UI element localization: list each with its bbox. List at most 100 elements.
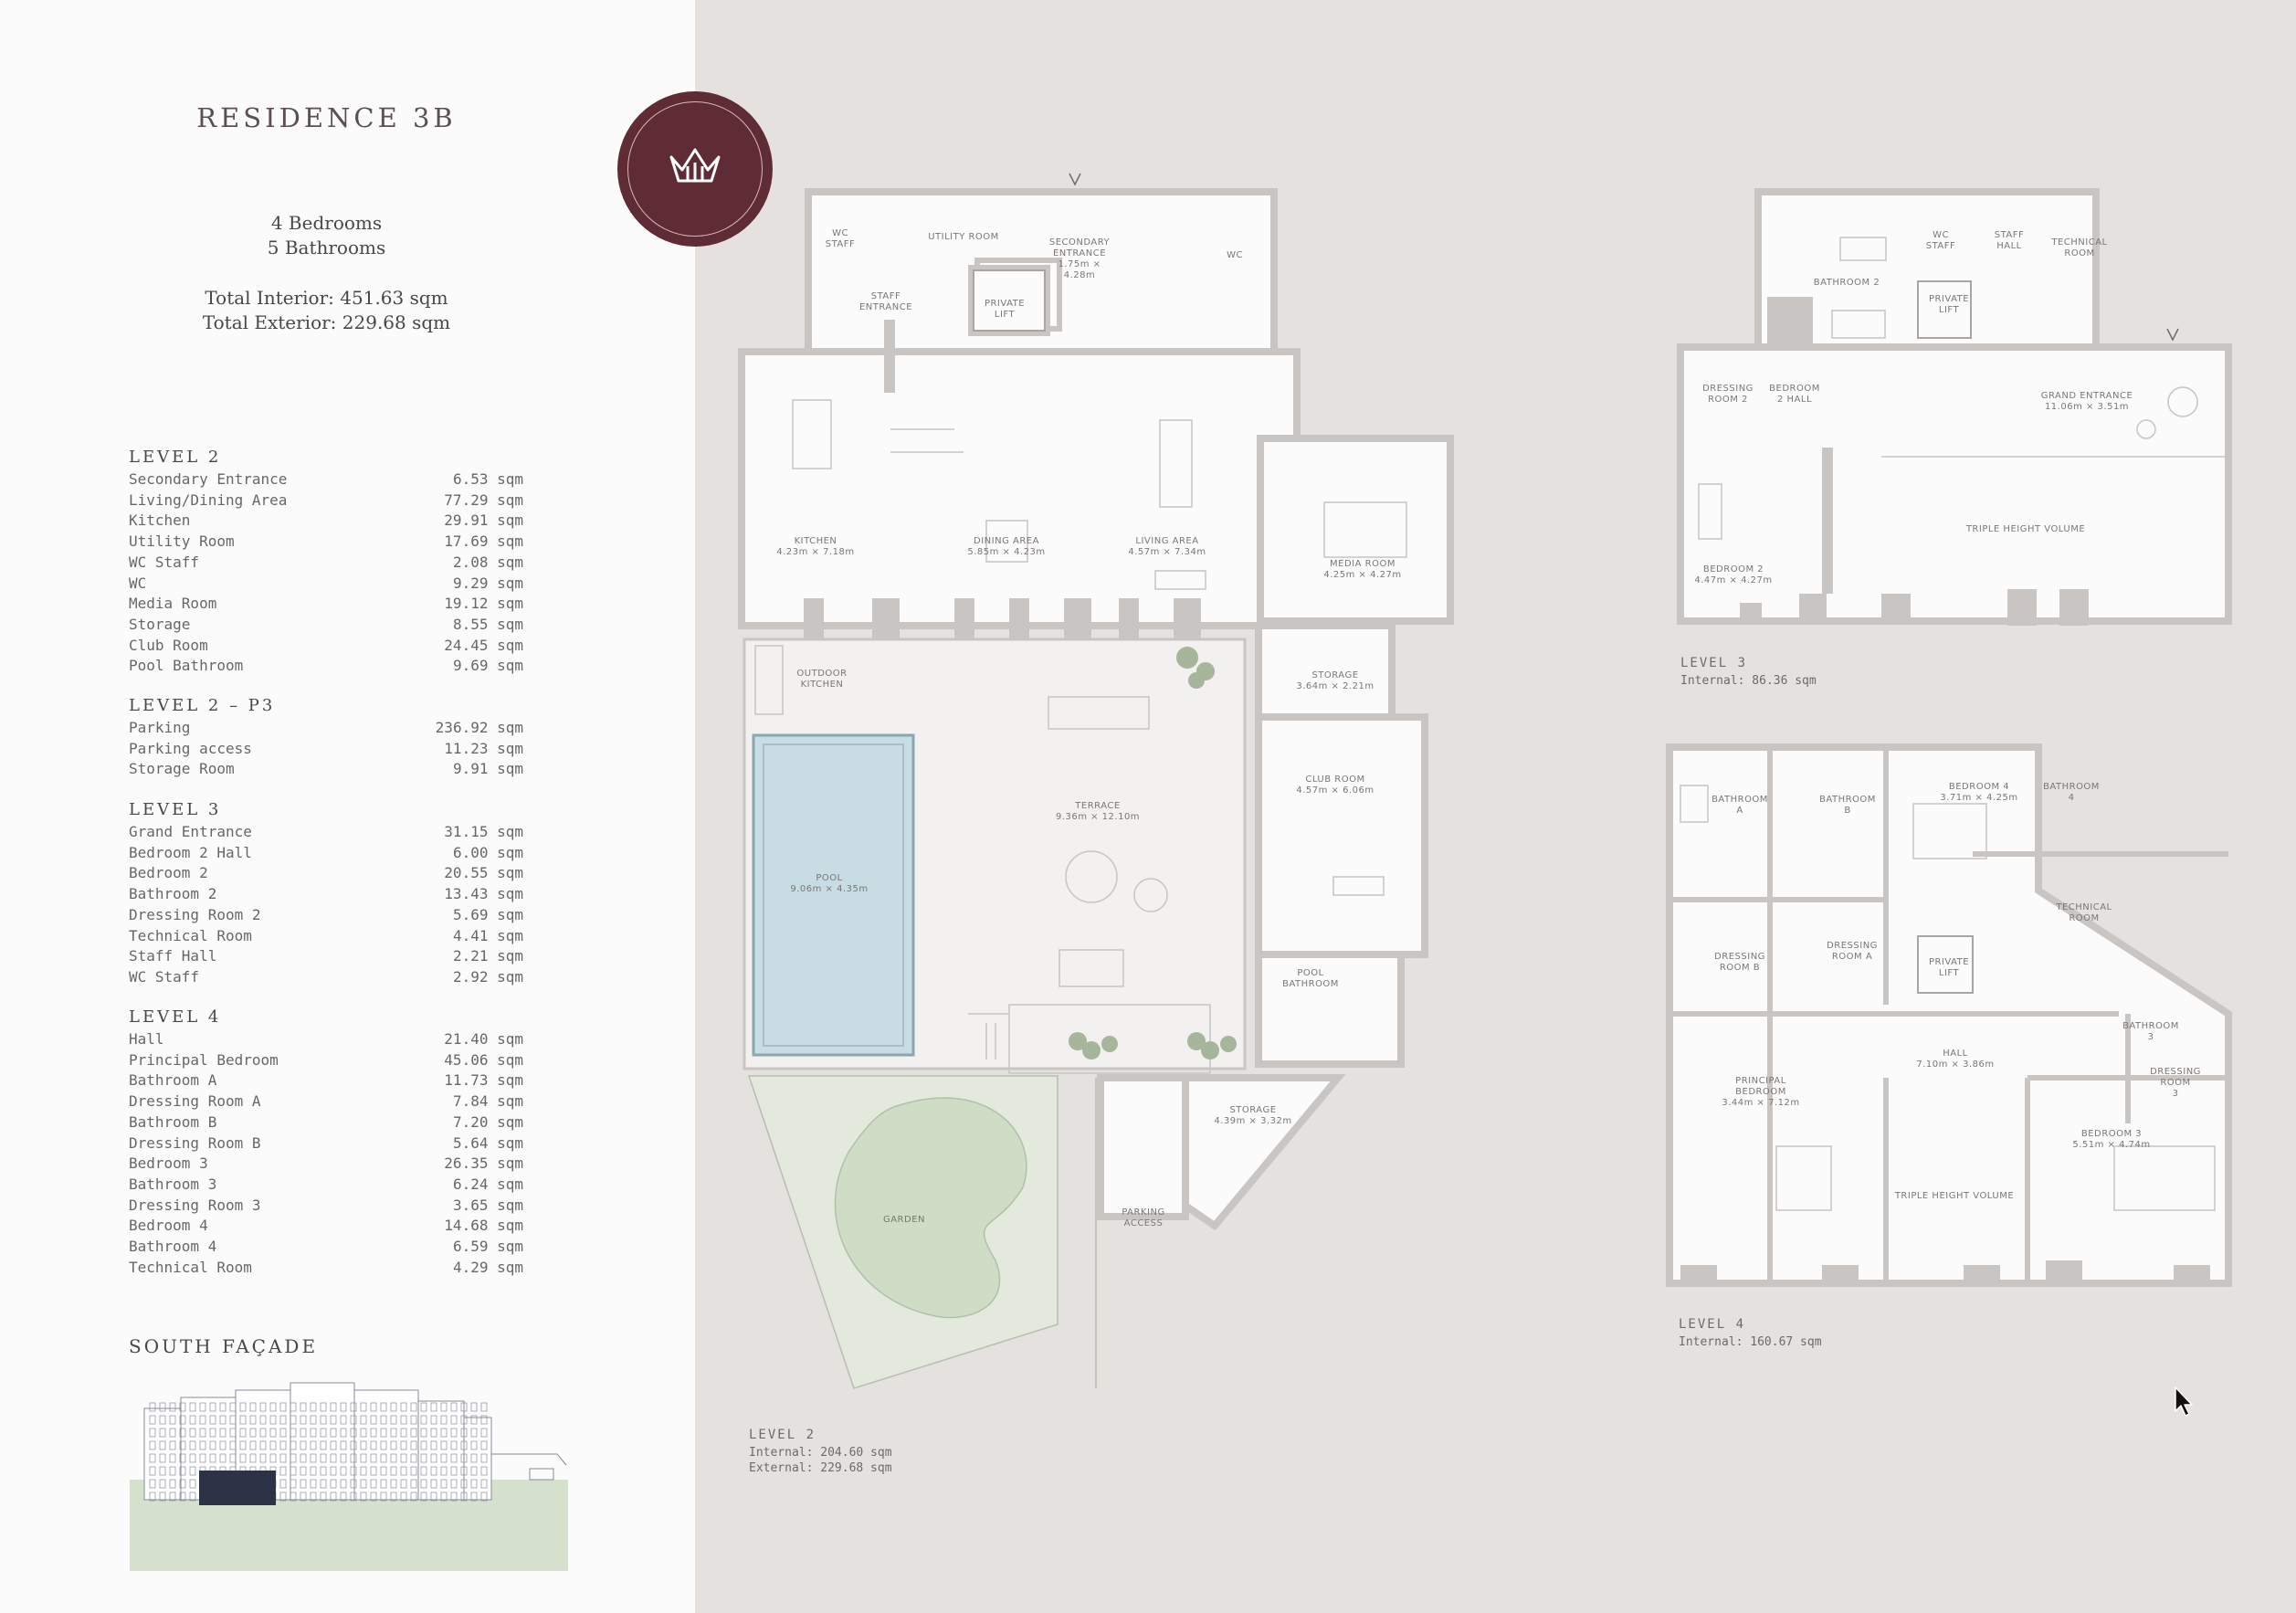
area-row: WC 9.29 sqm	[129, 575, 523, 592]
room-area: 20.55 sqm	[444, 864, 523, 882]
room-area: 6.24 sqm	[452, 1175, 523, 1193]
room-area: 24.45 sqm	[444, 636, 523, 654]
room-label: TRIPLE HEIGHT VOLUME	[1965, 524, 2085, 534]
level-heading: LEVEL 4	[129, 1007, 222, 1027]
room-name: Bedroom 3	[129, 1154, 208, 1173]
level-heading: LEVEL 3	[129, 800, 222, 819]
room-name: Bedroom 2 Hall	[129, 843, 252, 861]
area-row: Media Room 19.12 sqm	[129, 595, 523, 612]
room-name: WC Staff	[129, 967, 200, 986]
level-2-plan	[738, 173, 1454, 1389]
room-label: TRIPLE HEIGHT VOLUME	[1894, 1191, 2014, 1201]
room-area: 6.59 sqm	[452, 1238, 523, 1255]
plan-caption: Internal: 160.67 sqm	[1679, 1335, 1822, 1349]
room-area: 19.12 sqm	[444, 595, 523, 613]
room-name: Dressing Room 3	[129, 1196, 261, 1214]
room-area: 29.91 sqm	[444, 511, 523, 530]
plan-caption: LEVEL 2	[749, 1428, 816, 1442]
total-exterior: Total Exterior: 229.68 sqm	[202, 311, 451, 333]
south-facade-drawing	[130, 1382, 568, 1571]
room-name: Media Room	[129, 595, 217, 613]
room-area: 2.08 sqm	[452, 553, 523, 571]
room-area: 45.06 sqm	[444, 1050, 523, 1069]
room-area: 14.68 sqm	[444, 1217, 523, 1235]
facade-title: SOUTH FAÇADE	[129, 1335, 319, 1357]
plan-caption: LEVEL 4	[1679, 1317, 1745, 1332]
room-name: WC	[129, 574, 147, 592]
room-name: Parking access	[129, 739, 252, 757]
room-name: Dressing Room B	[129, 1133, 261, 1152]
room-area: 17.69 sqm	[444, 532, 523, 551]
room-name: Grand Entrance	[129, 823, 252, 840]
room-area: 9.91 sqm	[452, 760, 523, 778]
area-row: Bathroom 3 6.24 sqm	[129, 1175, 523, 1193]
room-area: 2.21 sqm	[452, 947, 523, 965]
room-area: 21.40 sqm	[444, 1030, 523, 1048]
plan-caption: External: 229.68 sqm	[749, 1461, 892, 1475]
room-name: Bathroom 2	[129, 885, 217, 903]
room-area: 9.29 sqm	[452, 574, 523, 592]
area-row: Bathroom 4 6.59 sqm	[129, 1238, 523, 1255]
room-name: Technical Room	[129, 1258, 252, 1276]
room-name: Bathroom 3	[129, 1175, 217, 1193]
room-name: Bathroom A	[129, 1071, 217, 1090]
area-row: Kitchen 29.91 sqm	[129, 511, 523, 529]
level-heading: LEVEL 2 – P3	[129, 696, 276, 715]
room-name: Secondary Entrance	[129, 470, 288, 488]
room-area: 7.84 sqm	[452, 1092, 523, 1111]
room-area: 11.23 sqm	[444, 739, 523, 757]
room-name: Kitchen	[129, 511, 191, 530]
room-area: 9.69 sqm	[452, 657, 523, 675]
crown-logo-icon	[617, 91, 773, 247]
room-name: Principal Bedroom	[129, 1050, 279, 1069]
room-name: Bathroom 4	[129, 1238, 217, 1255]
room-name: Bedroom 4	[129, 1217, 208, 1235]
room-area: 77.29 sqm	[444, 490, 523, 509]
room-area: 236.92 sqm	[435, 719, 523, 736]
room-area: 8.55 sqm	[452, 615, 523, 633]
room-name: Bathroom B	[129, 1112, 217, 1131]
area-row: Principal Bedroom 45.06 sqm	[129, 1051, 523, 1069]
